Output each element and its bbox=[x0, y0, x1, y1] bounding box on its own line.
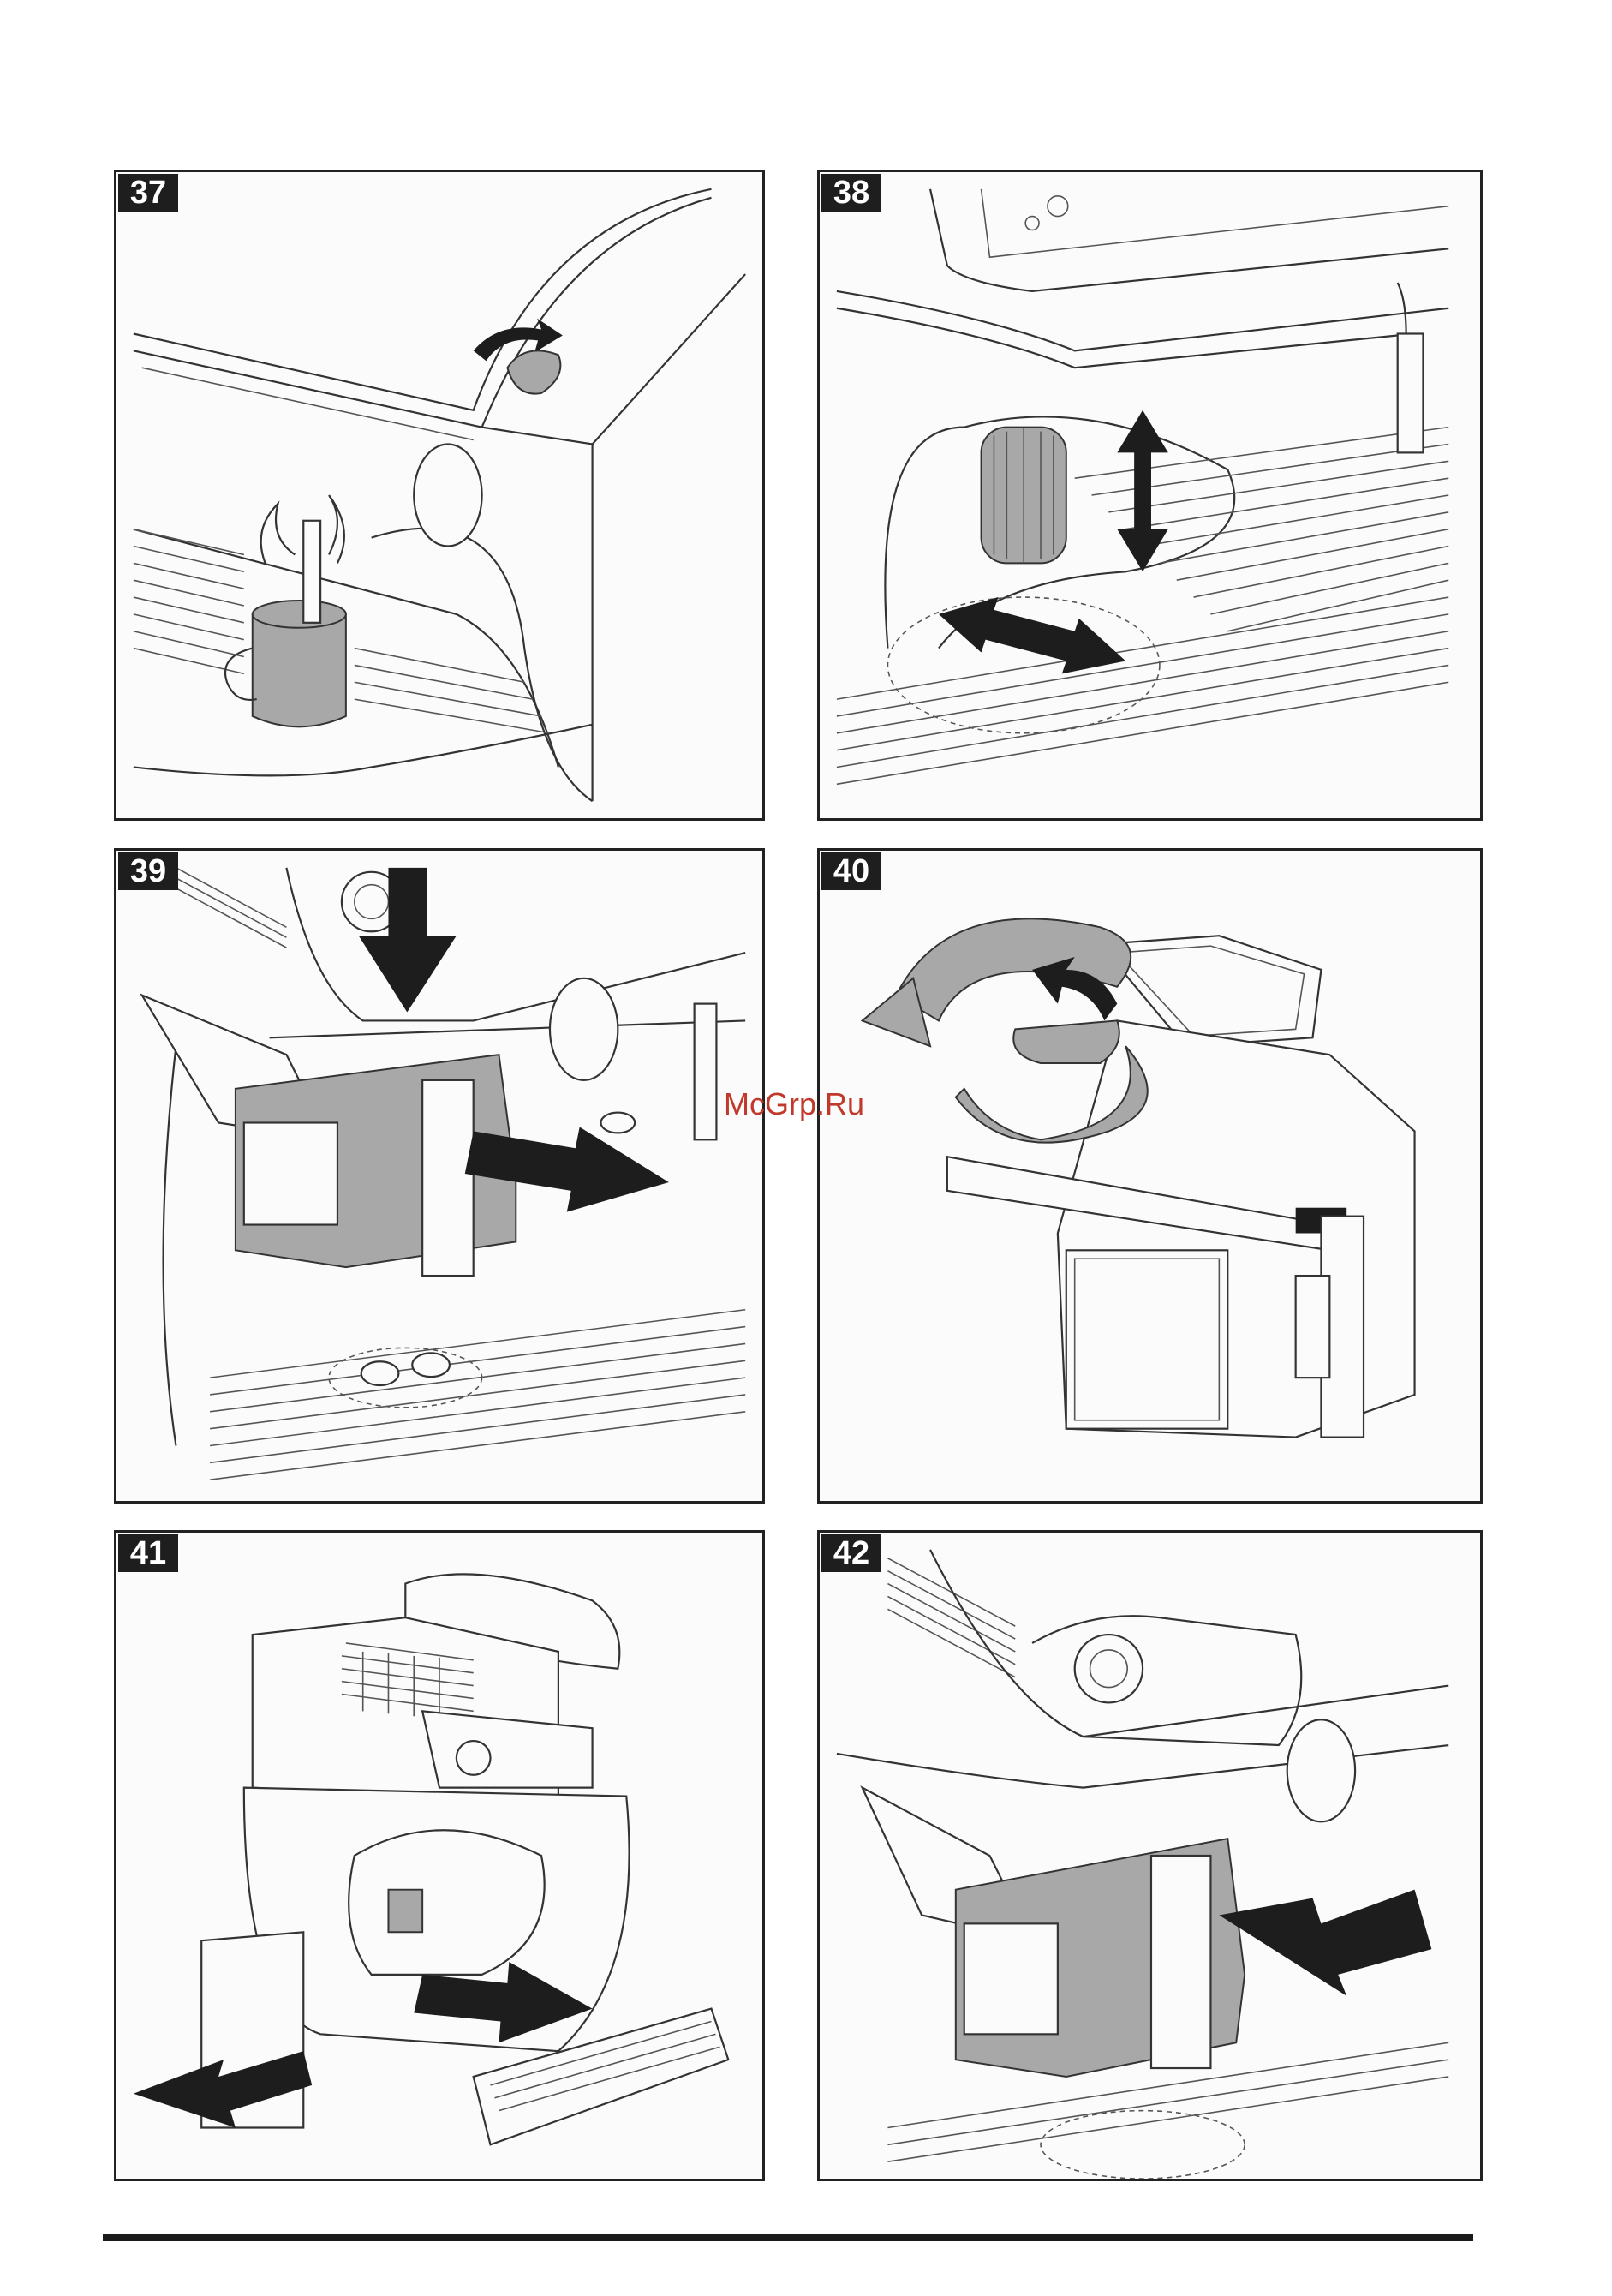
figure-number: 39 bbox=[118, 852, 178, 890]
watermark: McGrp.Ru bbox=[724, 1086, 864, 1122]
figure-panel-38: 38 bbox=[817, 170, 1483, 821]
figure-number: 38 bbox=[821, 174, 881, 212]
figure-number: 40 bbox=[821, 852, 881, 890]
illustration-dispenser-adjust bbox=[820, 172, 1480, 818]
figure-number: 42 bbox=[821, 1534, 881, 1572]
figure-panel-37: 37 bbox=[114, 170, 765, 821]
figure-number: 41 bbox=[118, 1534, 178, 1572]
illustration-brew-unit-insert bbox=[820, 1533, 1480, 2179]
illustration-steam-wand-cup bbox=[116, 172, 762, 818]
figure-number: 37 bbox=[118, 174, 178, 212]
figure-panel-40: 40 bbox=[817, 848, 1483, 1504]
illustration-brew-unit-rotate bbox=[820, 851, 1480, 1501]
figure-panel-41: 41 bbox=[114, 1530, 765, 2181]
illustration-brew-unit-removal bbox=[116, 851, 762, 1501]
figure-panel-42: 42 bbox=[817, 1530, 1483, 2181]
figure-panel-39: 39 bbox=[114, 848, 765, 1504]
footer-rule bbox=[103, 2234, 1473, 2241]
illustration-remove-tray-and-container bbox=[116, 1533, 762, 2179]
